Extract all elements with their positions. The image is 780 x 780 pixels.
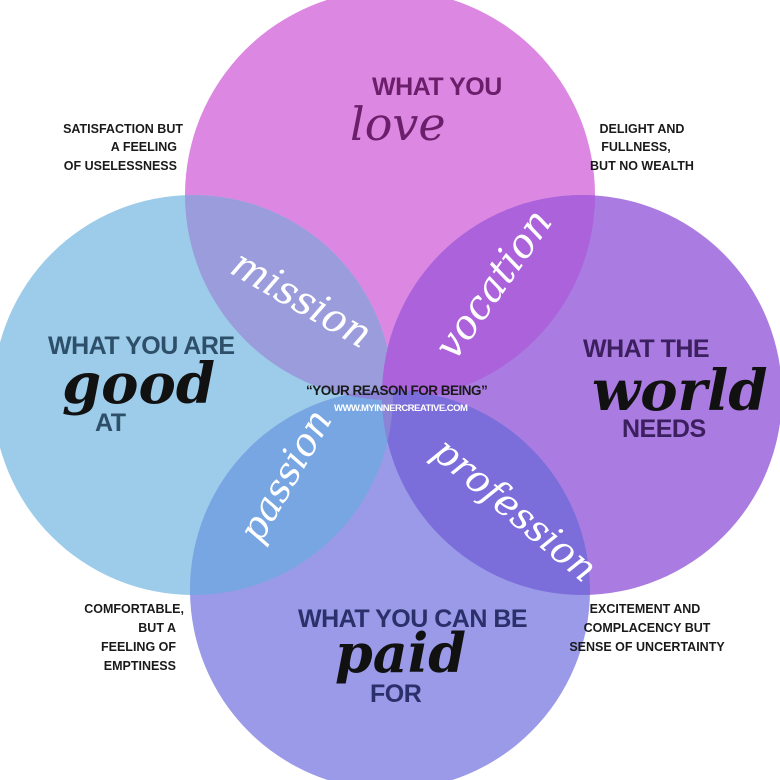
- good-heading: WHAT YOU ARE: [48, 332, 235, 360]
- note-top-right: DELIGHT AND FULLNESS, BUT NO WEALTH: [590, 122, 694, 173]
- good-script-word: good: [62, 351, 215, 417]
- paid-script-word: paid: [335, 621, 466, 685]
- note-top-right-line-1: DELIGHT AND: [600, 122, 685, 136]
- center-website: WWW.MYINNERCREATIVE.COM: [334, 403, 468, 414]
- world-script-word: world: [592, 358, 768, 424]
- note-bottom-left-line-4: EMPTINESS: [104, 659, 176, 673]
- note-top-left-line-1: SATISFACTION BUT: [63, 122, 183, 136]
- note-bottom-right: EXCITEMENT AND COMPLACENCY BUT SENSE OF …: [569, 602, 725, 654]
- note-top-left-line-3: OF USELESSNESS: [64, 159, 177, 173]
- good-subheading: AT: [95, 409, 126, 437]
- note-bottom-right-line-3: SENSE OF UNCERTAINTY: [569, 640, 725, 654]
- world-heading: WHAT THE: [583, 335, 709, 363]
- note-bottom-left-line-1: COMFORTABLE,: [84, 602, 184, 616]
- note-bottom-left-line-2: BUT A: [138, 621, 176, 635]
- note-top-right-line-3: BUT NO WEALTH: [590, 159, 694, 173]
- love-script-word: love: [350, 97, 446, 151]
- world-subheading: NEEDS: [622, 415, 706, 443]
- note-bottom-left: COMFORTABLE, BUT A FEELING OF EMPTINESS: [84, 602, 184, 673]
- note-top-right-line-2: FULLNESS,: [601, 140, 670, 154]
- paid-heading: WHAT YOU CAN BE: [298, 605, 527, 633]
- love-heading: WHAT YOU: [372, 73, 502, 101]
- center-title: “YOUR REASON FOR BEING”: [306, 383, 487, 398]
- note-bottom-right-line-2: COMPLACENCY BUT: [584, 621, 711, 635]
- note-top-left-line-2: A FEELING: [111, 140, 177, 154]
- paid-subheading: FOR: [370, 680, 422, 708]
- note-bottom-right-line-1: EXCITEMENT AND: [590, 602, 701, 616]
- note-bottom-left-line-3: FEELING OF: [101, 640, 176, 654]
- note-top-left: SATISFACTION BUT A FEELING OF USELESSNES…: [63, 122, 183, 173]
